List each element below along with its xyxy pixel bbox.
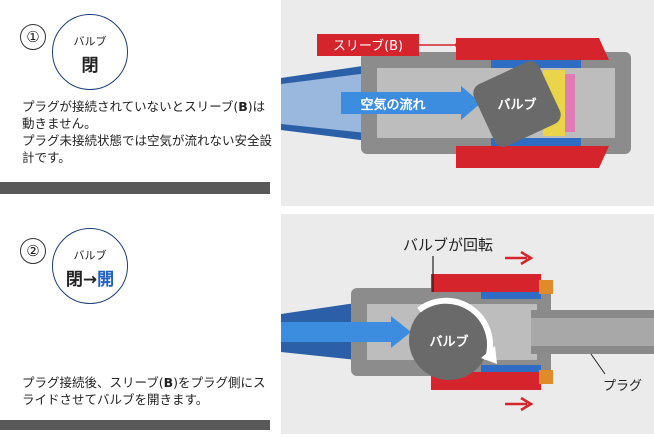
desc-text-end: )は動きません。 — [22, 99, 266, 131]
slide-arrow-top — [505, 250, 534, 266]
sleeve — [456, 38, 609, 60]
airflow-arrow — [341, 92, 461, 114]
state-arrow: → — [82, 270, 98, 290]
sleeve-label: スリーブ(B) — [333, 38, 403, 54]
slide-arrow-bottom — [505, 396, 534, 412]
valve-state-closed: 閉 — [81, 56, 99, 76]
valve-label: バルブ — [73, 35, 107, 48]
state-to: 開 — [97, 270, 115, 290]
desc-line-2: プラグ未接続状態では空気が流れない安全設計です。 — [22, 133, 273, 165]
valve-ball — [473, 61, 561, 147]
valve-ball — [409, 300, 489, 380]
divider-bar — [0, 420, 270, 430]
state-from: 閉 — [65, 270, 83, 290]
sleeve — [431, 274, 541, 292]
airflow-label: 空気の流れ — [360, 97, 425, 113]
valve-diagram-label: バルブ — [429, 334, 468, 350]
step-number: ② — [20, 238, 46, 264]
valve-diagram-label: バルブ — [497, 97, 536, 113]
valve-state-bubble: バルブ 閉 — [52, 14, 128, 90]
valve-state-bubble: バルブ 閉→開 — [52, 228, 128, 304]
desc-sleeve-letter: B — [238, 99, 248, 114]
coupler-diagram-open: バルブ バルブが回転 プラグ — [281, 214, 654, 434]
step-2-panel: ② バルブ 閉→開 プラグ接続後、スリーブ(B)をプラグ側にスライドさせてバルブ… — [0, 214, 654, 434]
plug-label: プラグ — [603, 379, 642, 394]
desc-text: プラグ接続後、スリーブ( — [22, 375, 164, 390]
divider-bar — [0, 182, 270, 194]
step-1-panel: ① バルブ 閉 プラグが接続されていないとスリーブ(B)は動きません。 プラグ未… — [0, 0, 654, 206]
step-number: ① — [20, 24, 46, 50]
valve-label: バルブ — [73, 249, 107, 262]
step-1-description: プラグが接続されていないとスリーブ(B)は動きません。 プラグ未接続状態では空気… — [22, 98, 274, 166]
desc-text: プラグが接続されていないとスリーブ( — [22, 99, 239, 114]
sleeve-label-box — [317, 34, 419, 56]
coupler-diagram-closed: 空気の流れ バルブ スリーブ(B) — [281, 0, 654, 206]
valve-state-change: 閉→開 — [53, 265, 127, 290]
desc-sleeve-letter: B — [163, 375, 174, 390]
step-2-description: プラグ接続後、スリーブ(B)をプラグ側にスライドさせてバルブを開きます。 — [22, 374, 274, 408]
rotation-label: バルブが回転 — [403, 236, 493, 254]
airflow-arrow — [281, 322, 391, 342]
desc-text-end: )をプラグ側にスライドさせてバルブを開きます。 — [22, 375, 266, 407]
rotation-arrow — [417, 297, 493, 355]
